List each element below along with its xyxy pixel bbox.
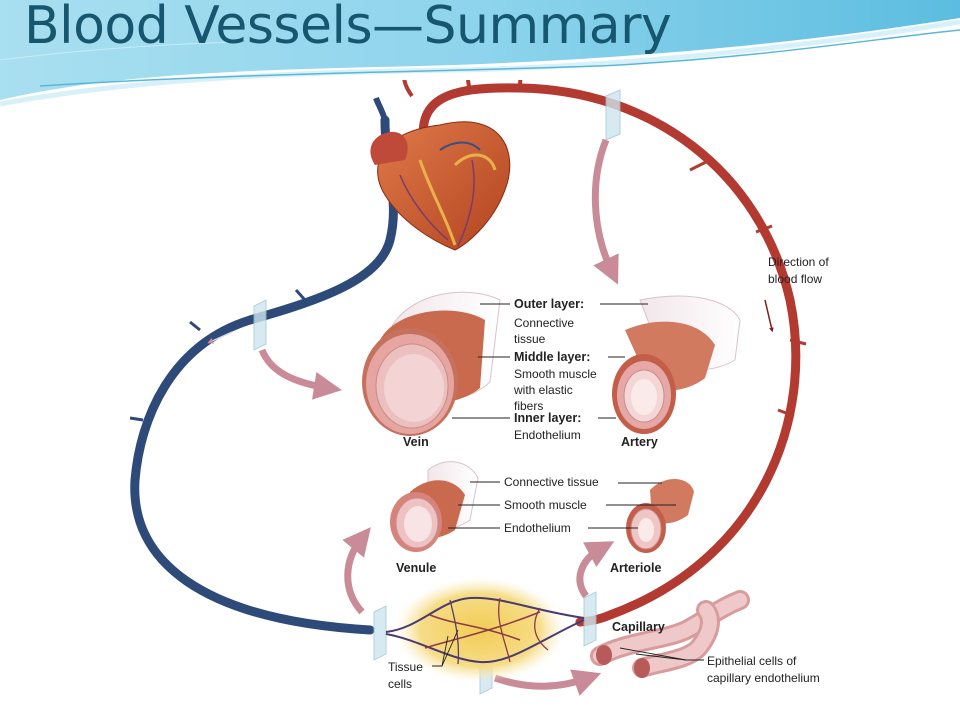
- label-outer-desc: Connective: [514, 316, 574, 330]
- label-inner-desc: Endothelium: [514, 428, 581, 442]
- label-connective-tissue: Connective tissue: [504, 475, 599, 489]
- flow-arrow: [493, 669, 602, 696]
- label-tissue-cells: cells: [388, 677, 412, 691]
- artery-branch: [777, 408, 795, 418]
- artery-branch: [402, 80, 414, 98]
- label-outer-desc: tissue: [514, 332, 546, 346]
- label-middle-desc: Smooth muscle: [514, 367, 597, 381]
- blood-vessel-diagram: Outer layer: Connective tissue Middle la…: [129, 80, 829, 696]
- label-vein: Vein: [403, 435, 429, 449]
- label-smooth-muscle: Smooth muscle: [504, 498, 587, 512]
- flow-arrow: [576, 541, 615, 599]
- label-inner-layer: Inner layer:: [514, 411, 581, 425]
- vein-branch: [294, 288, 307, 302]
- label-capillary: Capillary: [612, 620, 665, 634]
- aorta: [418, 83, 801, 627]
- heart-illustration: [370, 121, 511, 251]
- banner-line: [39, 29, 960, 87]
- section-plane: [253, 299, 267, 351]
- arteriole-section: [626, 478, 694, 553]
- label-middle-layer: Middle layer:: [514, 350, 590, 364]
- section-plane: [605, 89, 621, 141]
- artery-branch: [789, 338, 807, 346]
- banner-wave: [0, 0, 960, 100]
- label-middle-desc: with elastic: [513, 383, 573, 397]
- label-direction-flow: blood flow: [768, 272, 822, 286]
- artery-branch: [518, 80, 523, 89]
- label-venule: Venule: [396, 561, 436, 575]
- label-endothelium: Endothelium: [504, 521, 571, 535]
- vein-section: [362, 291, 501, 436]
- flow-arrow: [258, 348, 342, 400]
- slide-title: Blood Vessels—Summary: [24, 0, 672, 56]
- flow-arrow: [207, 331, 233, 344]
- capillary-bed: [385, 578, 585, 682]
- section-plane: [373, 605, 387, 661]
- section-plane: [583, 591, 597, 647]
- venule-section: [390, 461, 479, 552]
- label-middle-desc: fibers: [514, 399, 543, 413]
- flow-arrow: [342, 527, 371, 615]
- vein-branch: [129, 416, 144, 422]
- header-banner: [0, 0, 960, 107]
- capillary-tube: [590, 590, 750, 678]
- banner-line: [0, 41, 241, 61]
- artery-branch: [466, 80, 472, 91]
- vein-branch: [373, 96, 388, 121]
- label-epithelial-cells: Epithelial cells of: [707, 654, 797, 668]
- label-outer-layer: Outer layer:: [514, 297, 584, 311]
- label-tissue-cells: Tissue: [388, 660, 423, 674]
- leader-lines: [432, 303, 704, 667]
- label-artery: Artery: [621, 435, 658, 449]
- artery-section: [612, 295, 741, 434]
- artery-branch: [755, 224, 773, 234]
- flow-arrow: [764, 299, 774, 333]
- flow-arrow: [591, 138, 619, 285]
- banner-line: [119, 35, 960, 91]
- artery-branch: [689, 160, 707, 172]
- label-epithelial-cells: capillary endothelium: [707, 671, 820, 685]
- label-direction-flow: Direction of: [768, 255, 829, 269]
- vein-branch: [189, 320, 201, 332]
- label-arteriole: Arteriole: [610, 561, 661, 575]
